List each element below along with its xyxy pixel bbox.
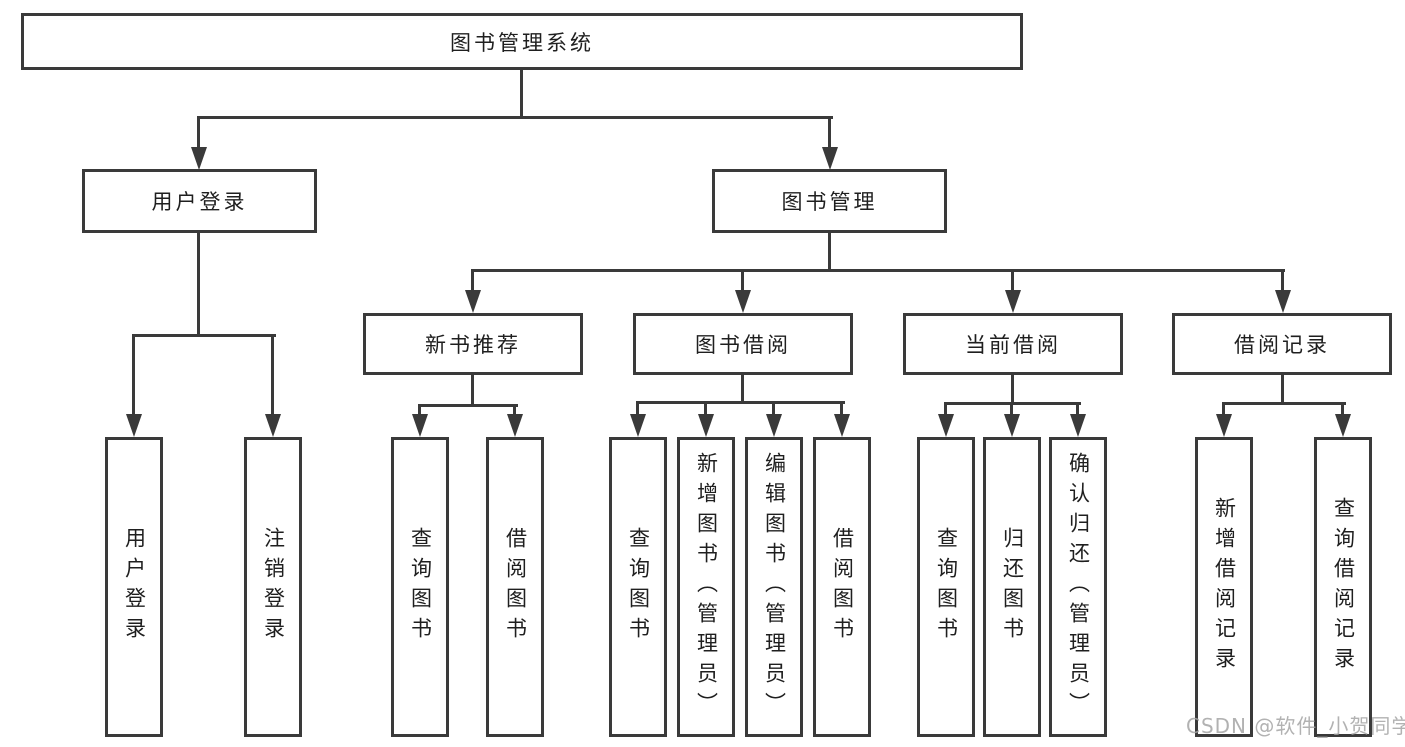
leaf-label: 归还图书: [1000, 527, 1025, 647]
leaf-confirm-return-admin: 确认归还（管理员）: [1049, 437, 1107, 737]
leaf-query-books-recommend: 查询图书: [391, 437, 449, 737]
arrow-down-icon: [191, 147, 207, 170]
arrow-down-icon: [507, 414, 523, 437]
arrow-down-icon: [1216, 414, 1232, 437]
connector-to-book-management: [828, 118, 831, 150]
connector-new-book-rail: [418, 404, 518, 407]
arrow-down-icon: [630, 414, 646, 437]
leaf-borrow-books-recommend: 借阅图书: [486, 437, 544, 737]
connector-leaf-stem: [513, 406, 516, 416]
connector-to-new-book: [471, 271, 474, 292]
connector-leaf-stem: [1010, 404, 1013, 416]
connector-new-book-down: [471, 375, 474, 406]
leaf-label: 新增借阅记录: [1212, 497, 1237, 677]
arrow-down-icon: [465, 290, 481, 313]
connector-to-leaf-user-login: [132, 336, 135, 416]
leaf-add-book-admin: 新增图书（管理员）: [677, 437, 735, 737]
connector-to-borrow-records: [1281, 271, 1284, 292]
root-node: 图书管理系统: [21, 13, 1023, 70]
connector-leaf-stem: [944, 404, 947, 416]
arrow-down-icon: [698, 414, 714, 437]
leaf-label: 借阅图书: [830, 527, 855, 647]
arrow-down-icon: [1070, 414, 1086, 437]
connector-root-down: [520, 70, 523, 118]
leaf-logout: 注销登录: [244, 437, 302, 737]
arrow-down-icon: [126, 414, 142, 437]
leaf-label: 编辑图书（管理员）: [762, 452, 787, 722]
node-book-borrowing: 图书借阅: [633, 313, 853, 375]
arrow-down-icon: [265, 414, 281, 437]
node-current-borrowing: 当前借阅: [903, 313, 1123, 375]
connector-leaf-stem: [636, 403, 639, 416]
arrow-down-icon: [822, 147, 838, 170]
leaf-add-borrow-record: 新增借阅记录: [1195, 437, 1253, 737]
connector-level2-rail: [197, 116, 833, 119]
connector-user-login-rail: [132, 334, 276, 337]
arrow-down-icon: [1004, 414, 1020, 437]
leaf-label: 新增图书（管理员）: [694, 452, 719, 722]
arrow-down-icon: [938, 414, 954, 437]
leaf-label: 查询图书: [408, 527, 433, 647]
node-book-management: 图书管理: [712, 169, 947, 233]
node-new-book-recommendation: 新书推荐: [363, 313, 583, 375]
leaf-label: 注销登录: [261, 527, 286, 647]
leaf-label: 查询图书: [626, 527, 651, 647]
node-user-login: 用户登录: [82, 169, 317, 233]
connector-user-login-down: [197, 233, 200, 336]
connector-borrow-records-down: [1281, 375, 1284, 404]
connector-to-leaf-logout: [271, 336, 274, 416]
arrow-down-icon: [735, 290, 751, 313]
connector-book-borrowing-down: [741, 375, 744, 403]
arrow-down-icon: [1335, 414, 1351, 437]
leaf-return-books: 归还图书: [983, 437, 1041, 737]
connector-leaf-stem: [1341, 404, 1344, 416]
arrow-down-icon: [412, 414, 428, 437]
connector-book-management-down: [828, 233, 831, 271]
node-borrow-records: 借阅记录: [1172, 313, 1392, 375]
leaf-label: 查询借阅记录: [1331, 497, 1356, 677]
connector-leaf-stem: [704, 403, 707, 416]
arrow-down-icon: [1005, 290, 1021, 313]
watermark-text: CSDN @软件_小贺同学: [1186, 714, 1405, 738]
leaf-label: 确认归还（管理员）: [1066, 452, 1091, 722]
connector-leaf-stem: [840, 403, 843, 416]
connector-current-borrowing-rail: [944, 402, 1081, 405]
leaf-label: 用户登录: [122, 527, 147, 647]
arrow-down-icon: [1275, 290, 1291, 313]
leaf-query-borrow-record: 查询借阅记录: [1314, 437, 1372, 737]
connector-leaf-stem: [418, 406, 421, 416]
connector-level3-rail: [471, 269, 1285, 272]
leaf-edit-book-admin: 编辑图书（管理员）: [745, 437, 803, 737]
connector-book-borrowing-rail: [636, 401, 845, 404]
leaf-user-login: 用户登录: [105, 437, 163, 737]
leaf-query-books-borrowing: 查询图书: [609, 437, 667, 737]
connector-to-current-borrowing: [1011, 271, 1014, 292]
connector-current-borrowing-down: [1011, 375, 1014, 404]
leaf-borrow-books-borrowing: 借阅图书: [813, 437, 871, 737]
connector-borrow-records-rail: [1222, 402, 1346, 405]
connector-leaf-stem: [1076, 404, 1079, 416]
connector-to-user-login: [197, 118, 200, 150]
arrow-down-icon: [834, 414, 850, 437]
leaf-query-books-current: 查询图书: [917, 437, 975, 737]
leaf-label: 查询图书: [934, 527, 959, 647]
connector-leaf-stem: [772, 403, 775, 416]
leaf-label: 借阅图书: [503, 527, 528, 647]
connector-leaf-stem: [1222, 404, 1225, 416]
connector-to-book-borrowing: [741, 271, 744, 292]
arrow-down-icon: [766, 414, 782, 437]
